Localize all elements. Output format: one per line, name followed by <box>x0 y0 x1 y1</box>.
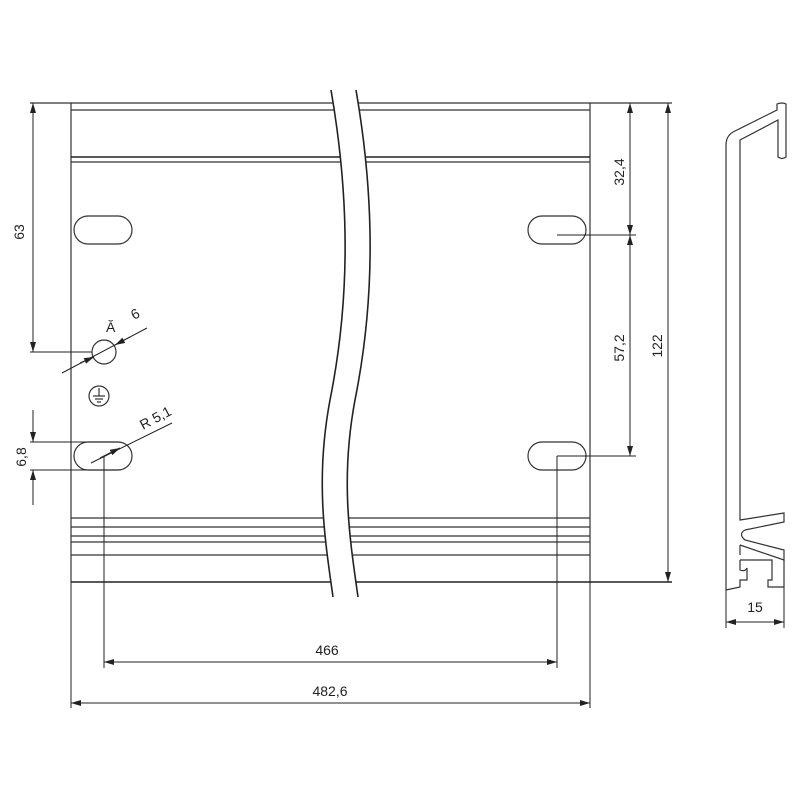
dim-label-122: 122 <box>649 334 665 358</box>
mounting-slots <box>73 215 587 471</box>
dim-6-8: 6,8 <box>13 410 120 505</box>
dim-label-57-2: 57,2 <box>611 334 627 361</box>
slot-top-left <box>73 215 133 245</box>
dim-label-6-8: 6,8 <box>13 447 29 467</box>
dim-63: 63 <box>11 103 92 353</box>
dim-label-15: 15 <box>747 599 763 615</box>
hole-symbol: Ă <box>106 319 116 335</box>
dim-label-466: 466 <box>315 642 339 658</box>
ground-symbol-icon <box>88 385 110 407</box>
rail-side-profile: 15 <box>725 102 787 628</box>
dim-right: 32,4 57,2 122 <box>557 103 671 582</box>
dim-r51: R 5,1 <box>90 403 174 464</box>
dim-label-63: 63 <box>11 224 27 240</box>
break-lines <box>321 89 371 598</box>
dim-label-32-4: 32,4 <box>611 158 627 185</box>
dim-hole-diameter: Ă 6 <box>61 305 148 374</box>
dim-label-r51: R 5,1 <box>137 403 174 433</box>
dim-bottom: 466 482,6 <box>70 456 591 708</box>
mounting-hole <box>91 339 117 365</box>
dim-label-482-6: 482,6 <box>312 683 347 699</box>
slot-bottom-right <box>527 441 587 471</box>
dim-label-6: 6 <box>128 305 143 323</box>
slot-top-right <box>527 215 587 245</box>
